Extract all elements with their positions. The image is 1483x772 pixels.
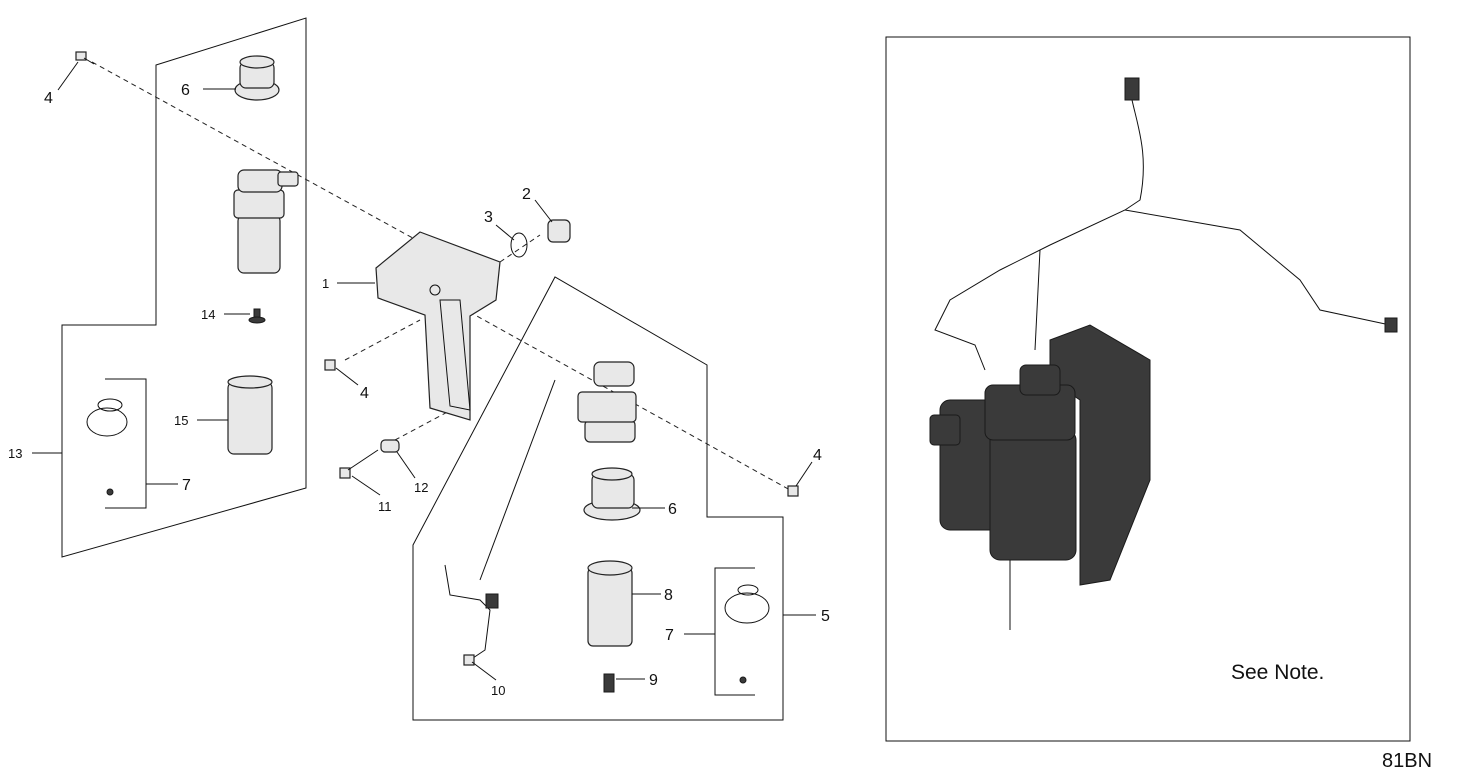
callout-3: 3	[484, 209, 493, 226]
callout-10: 10	[491, 683, 505, 698]
leader-line	[57, 61, 79, 91]
callout-4: 4	[813, 447, 822, 464]
o-ring-icon	[510, 232, 528, 258]
callout-9: 9	[649, 672, 658, 689]
callout-15: 15	[174, 413, 188, 428]
bolt-icon	[75, 51, 95, 65]
callout-4: 4	[44, 90, 53, 107]
fuel-filter-assembly-icon	[233, 169, 299, 274]
kit-5-panel	[412, 276, 784, 721]
spacer-icon	[380, 439, 400, 453]
wire-harness-icon	[444, 564, 499, 666]
bracket-7b	[714, 567, 755, 696]
bolt-icon	[339, 449, 379, 479]
callout-6: 6	[668, 501, 677, 518]
alignment-line	[344, 319, 421, 361]
leader-line	[534, 199, 553, 223]
callout-6: 6	[181, 82, 190, 99]
bracket-7a	[105, 378, 147, 509]
callout-7: 7	[665, 627, 674, 644]
filter-bowl-ring-icon	[583, 467, 641, 521]
callout-13: 13	[8, 446, 22, 461]
leader-line	[351, 475, 381, 496]
callout-11: 11	[378, 499, 392, 514]
callout-7: 7	[182, 477, 191, 494]
filter-element-icon	[227, 375, 273, 455]
filter-bowl-ring-icon	[234, 55, 280, 101]
bolt-icon	[324, 359, 336, 371]
mounting-bracket-icon	[375, 231, 501, 421]
drain-valve-icon	[248, 308, 266, 324]
callout-14: 14	[201, 307, 215, 322]
leader-line	[396, 451, 416, 479]
leader-10	[479, 379, 556, 581]
drain-valve-icon	[603, 673, 615, 693]
callout-1: 1	[322, 276, 329, 291]
leader-line	[335, 367, 359, 386]
assembly-view-frame	[885, 36, 1411, 742]
callout-5: 5	[821, 608, 830, 625]
alignment-line	[499, 234, 541, 263]
seal-kit-icon	[86, 398, 128, 496]
bolt-icon	[787, 485, 799, 497]
see-note-text: See Note.	[1231, 661, 1324, 684]
seal-kit-icon	[724, 584, 770, 684]
fuel-filter-assembly-with-harness-icon	[929, 77, 1398, 630]
callout-2: 2	[522, 186, 531, 203]
kit-13-panel	[61, 17, 307, 558]
alignment-line	[429, 289, 791, 491]
plug-icon	[547, 219, 571, 243]
leader-line	[471, 661, 497, 681]
leader-line	[795, 461, 813, 487]
fuel-heater-sensor-head-icon	[577, 361, 637, 443]
leader-line	[495, 224, 515, 241]
callout-12: 12	[414, 480, 428, 495]
callout-4: 4	[360, 385, 369, 402]
fuel-filter-element-icon	[587, 560, 633, 647]
callout-8: 8	[664, 587, 673, 604]
figure-id: 81BN	[1382, 750, 1432, 772]
